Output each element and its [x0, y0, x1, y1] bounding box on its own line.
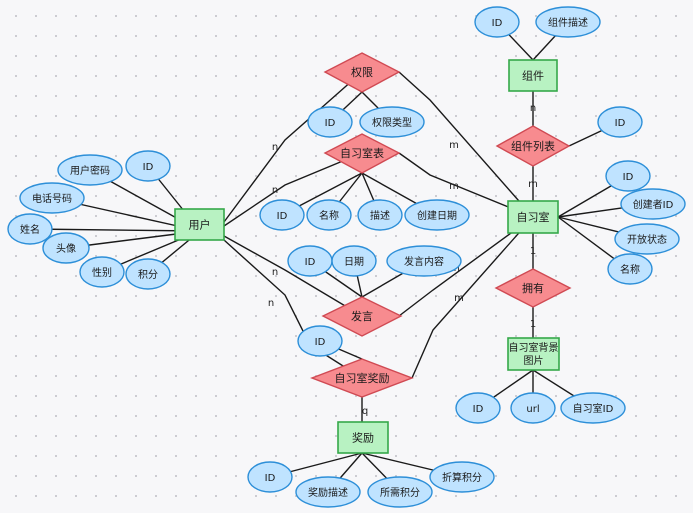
relationship-permission[interactable]: 权限 [323, 52, 401, 93]
svg-text:ID: ID [143, 162, 154, 173]
svg-text:开放状态: 开放状态 [627, 233, 667, 246]
entity-label: 自习室 [517, 210, 550, 224]
attribute-room-table-created-date[interactable]: 创建日期 [404, 199, 470, 231]
attribute-study-room-creator-id[interactable]: 创建者ID [620, 188, 686, 220]
relationship-room-table[interactable]: 自习室表 [323, 133, 401, 174]
cardinality-labels: n n n n m m m m q n m 1 1 [268, 103, 538, 417]
attribute-study-room-id[interactable]: ID [605, 160, 651, 192]
svg-text:自习室ID: 自习室ID [573, 402, 614, 415]
svg-text:奖励描述: 奖励描述 [308, 486, 348, 499]
svg-text:电话号码: 电话号码 [32, 192, 72, 205]
attribute-reward-description[interactable]: 奖励描述 [295, 476, 361, 508]
svg-text:权限类型: 权限类型 [372, 116, 412, 129]
svg-text:描述: 描述 [370, 209, 390, 222]
attribute-post-content[interactable]: 发言内容 [386, 245, 462, 277]
attribute-reward-id[interactable]: ID [247, 461, 293, 493]
svg-text:名称: 名称 [319, 209, 339, 222]
attribute-permission-id[interactable]: ID [307, 106, 353, 138]
svg-text:ID: ID [473, 404, 484, 415]
svg-text:url: url [526, 404, 539, 415]
svg-text:名称: 名称 [620, 263, 640, 276]
attribute-user-avatar[interactable]: 头像 [42, 232, 90, 264]
relationship-label: 自习室奖励 [335, 371, 390, 385]
svg-text:创建日期: 创建日期 [417, 209, 457, 222]
attribute-user-name[interactable]: 姓名 [7, 213, 53, 245]
relationship-label: 权限 [351, 66, 373, 79]
relationship-post[interactable]: 发言 [321, 296, 403, 337]
entity-reward[interactable]: 奖励 [337, 421, 389, 454]
attribute-permission-type[interactable]: 权限类型 [359, 106, 425, 138]
relationship-room-reward[interactable]: 自习室奖励 [310, 358, 414, 398]
cardinality-room-reward-reward: q [362, 406, 368, 417]
attribute-room-table-id[interactable]: ID [259, 199, 305, 231]
relationship-has[interactable]: 拥有 [494, 268, 572, 308]
cardinality-user-room-table: n [272, 185, 278, 196]
attribute-background-room-id[interactable]: 自习室ID [560, 392, 626, 424]
attribute-user-points[interactable]: 积分 [125, 258, 171, 290]
cardinality-component-list-component: n [530, 103, 536, 114]
svg-text:ID: ID [623, 172, 634, 183]
entity-label-line2: 图片 [524, 354, 544, 367]
svg-text:所需积分: 所需积分 [380, 487, 420, 499]
entity-label: 用户 [189, 218, 211, 232]
svg-text:姓名: 姓名 [20, 223, 40, 236]
cardinality-user-room-reward: n [268, 298, 274, 309]
svg-text:头像: 头像 [56, 243, 76, 255]
entity-label: 奖励 [352, 431, 374, 445]
attribute-study-room-name[interactable]: 名称 [607, 253, 653, 285]
svg-text:ID: ID [305, 257, 316, 268]
attribute-reward-converted-points[interactable]: 折算积分 [429, 461, 495, 493]
attribute-component-id[interactable]: ID [474, 6, 520, 38]
attribute-background-id[interactable]: ID [455, 392, 501, 424]
relationship-component-list[interactable]: 组件列表 [495, 125, 571, 167]
svg-text:日期: 日期 [344, 256, 364, 268]
svg-text:折算积分: 折算积分 [442, 471, 482, 484]
cardinality-component-list-room: m [528, 179, 538, 190]
svg-text:ID: ID [265, 473, 276, 484]
relationship-label: 发言 [351, 309, 373, 323]
attribute-room-table-name[interactable]: 名称 [306, 199, 352, 231]
attribute-user-password[interactable]: 用户密码 [57, 154, 123, 186]
svg-text:组件描述: 组件描述 [548, 16, 588, 29]
svg-text:ID: ID [277, 211, 288, 222]
svg-text:创建者ID: 创建者ID [633, 198, 674, 211]
attribute-post-id[interactable]: ID [287, 245, 333, 277]
attribute-room-table-description[interactable]: 描述 [357, 199, 403, 231]
relationship-label: 拥有 [522, 281, 544, 295]
entity-study-room[interactable]: 自习室 [507, 200, 559, 234]
attribute-reward-required-points[interactable]: 所需积分 [367, 476, 433, 508]
svg-text:ID: ID [492, 18, 503, 29]
attribute-study-room-open-status[interactable]: 开放状态 [614, 223, 680, 255]
entity-label: 组件 [522, 69, 544, 83]
svg-text:性别: 性别 [92, 266, 112, 279]
svg-text:用户密码: 用户密码 [70, 164, 110, 177]
svg-text:ID: ID [325, 118, 336, 129]
attribute-user-gender[interactable]: 性别 [79, 256, 125, 288]
relationship-label: 组件列表 [511, 139, 555, 153]
attribute-component-description[interactable]: 组件描述 [535, 6, 601, 38]
cardinality-room-table-room: m [449, 181, 459, 192]
svg-text:积分: 积分 [138, 269, 158, 281]
svg-text:发言内容: 发言内容 [404, 255, 444, 268]
attribute-user-id[interactable]: ID [125, 150, 171, 182]
attribute-post-date[interactable]: 日期 [331, 245, 377, 277]
svg-text:ID: ID [315, 337, 326, 348]
attribute-user-phone[interactable]: 电话号码 [19, 182, 85, 214]
attribute-background-url[interactable]: url [510, 392, 556, 424]
relationship-label: 自习室表 [340, 146, 384, 160]
cardinality-has-background: 1 [530, 319, 536, 330]
svg-text:ID: ID [615, 118, 626, 129]
attribute-room-reward-id[interactable]: ID [297, 325, 343, 357]
cardinality-room-reward-room: m [454, 293, 464, 304]
cardinality-permission-room: m [449, 140, 459, 151]
cardinality-user-post: n [272, 267, 278, 278]
cardinality-room-has: 1 [530, 246, 536, 257]
attribute-component-list-id[interactable]: ID [597, 106, 643, 138]
entity-user[interactable]: 用户 [174, 208, 225, 241]
cardinality-user-permission: n [272, 142, 278, 153]
entity-room-background[interactable]: 自习室背景 图片 [507, 337, 560, 371]
entity-label-line1: 自习室背景 [509, 341, 559, 354]
entity-component[interactable]: 组件 [508, 59, 558, 92]
